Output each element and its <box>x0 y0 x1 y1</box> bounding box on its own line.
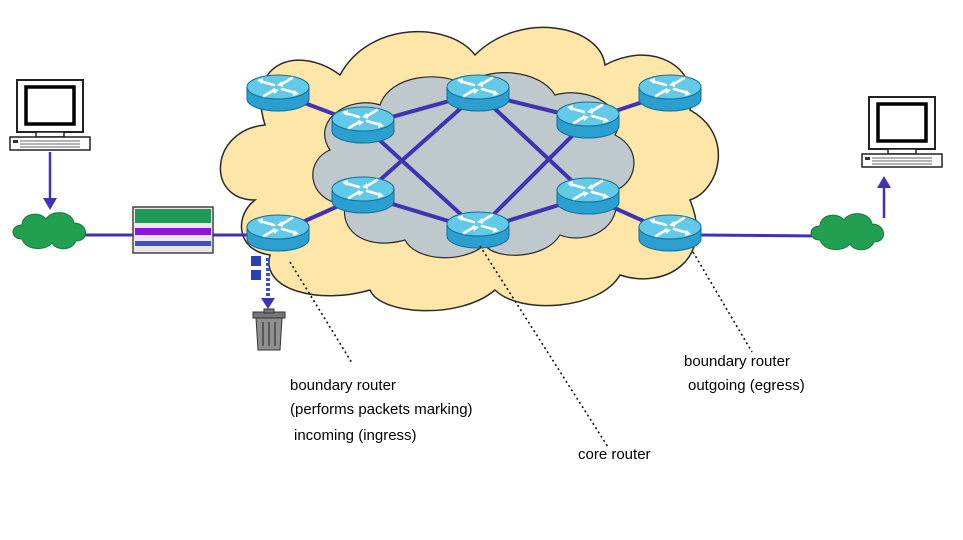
ingress-label-line1: boundary router <box>290 377 396 394</box>
ingress-label-line2: (performs packets marking) <box>290 401 473 418</box>
egress-router <box>637 213 703 253</box>
network-cloud-icon <box>12 212 87 250</box>
egress-label-line1: boundary router <box>684 353 790 370</box>
network-cloud-icon-right <box>810 213 885 251</box>
packet-marker-icon <box>132 206 214 254</box>
ingress-router <box>245 213 311 253</box>
computer-icon-right <box>860 95 944 169</box>
trash-can-icon <box>252 308 286 351</box>
core-router-2 <box>445 73 511 113</box>
packet-icon <box>251 256 261 280</box>
core-router-1 <box>330 105 396 145</box>
computer-icon <box>8 78 92 152</box>
ingress-label-line3: incoming (ingress) <box>294 427 417 444</box>
edge-router-top-left <box>245 73 311 113</box>
egress-leader <box>692 251 753 353</box>
core-router-5 <box>445 210 511 250</box>
egress-label-line2: outgoing (egress) <box>688 377 805 394</box>
core-label: core router <box>578 446 651 463</box>
core-router-3 <box>555 100 621 140</box>
core-router-4 <box>330 175 396 215</box>
core-router-6 <box>555 176 621 216</box>
edge-router-top-right <box>637 73 703 113</box>
